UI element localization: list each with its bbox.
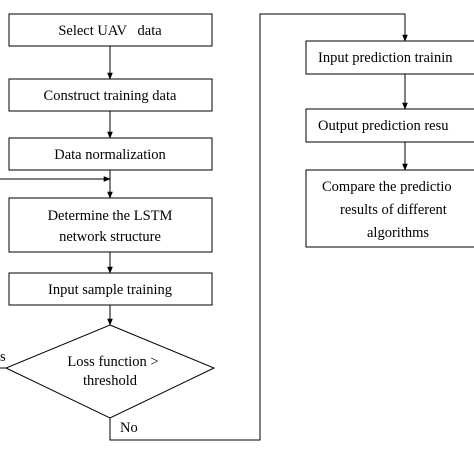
lstm-structure-box [8, 197, 213, 253]
compare-results-label-line3: algorithms [367, 225, 429, 241]
construct-data-label: Construct training data [44, 88, 177, 104]
construct-data-box [8, 78, 213, 112]
select-data-box [8, 13, 213, 47]
loss-decision-diamond [4, 324, 216, 419]
line-no-branch [109, 13, 408, 441]
normalization-label: Data normalization [54, 147, 166, 163]
loss-decision-label-line2: threshold [83, 373, 138, 389]
loss-decision-label-line1: Loss function > [67, 354, 158, 370]
prediction-training-label: Input prediction trainin [318, 50, 453, 66]
yes-branch-label: s [0, 349, 6, 365]
compare-results-box [305, 169, 474, 248]
compare-results-label-line2: results of different [340, 202, 447, 218]
prediction-training-box [305, 40, 474, 75]
compare-results-label-line1: Compare the predictio [322, 179, 452, 195]
output-prediction-box [305, 108, 474, 143]
output-prediction-label: Output prediction resu [318, 118, 448, 134]
sample-training-label: Input sample training [48, 282, 172, 298]
select-data-label: Select UAV data [58, 23, 162, 39]
lstm-structure-label-line2: network structure [59, 229, 161, 245]
lstm-structure-label-line1: Determine the LSTM [48, 208, 173, 224]
no-branch-label: No [120, 420, 138, 436]
